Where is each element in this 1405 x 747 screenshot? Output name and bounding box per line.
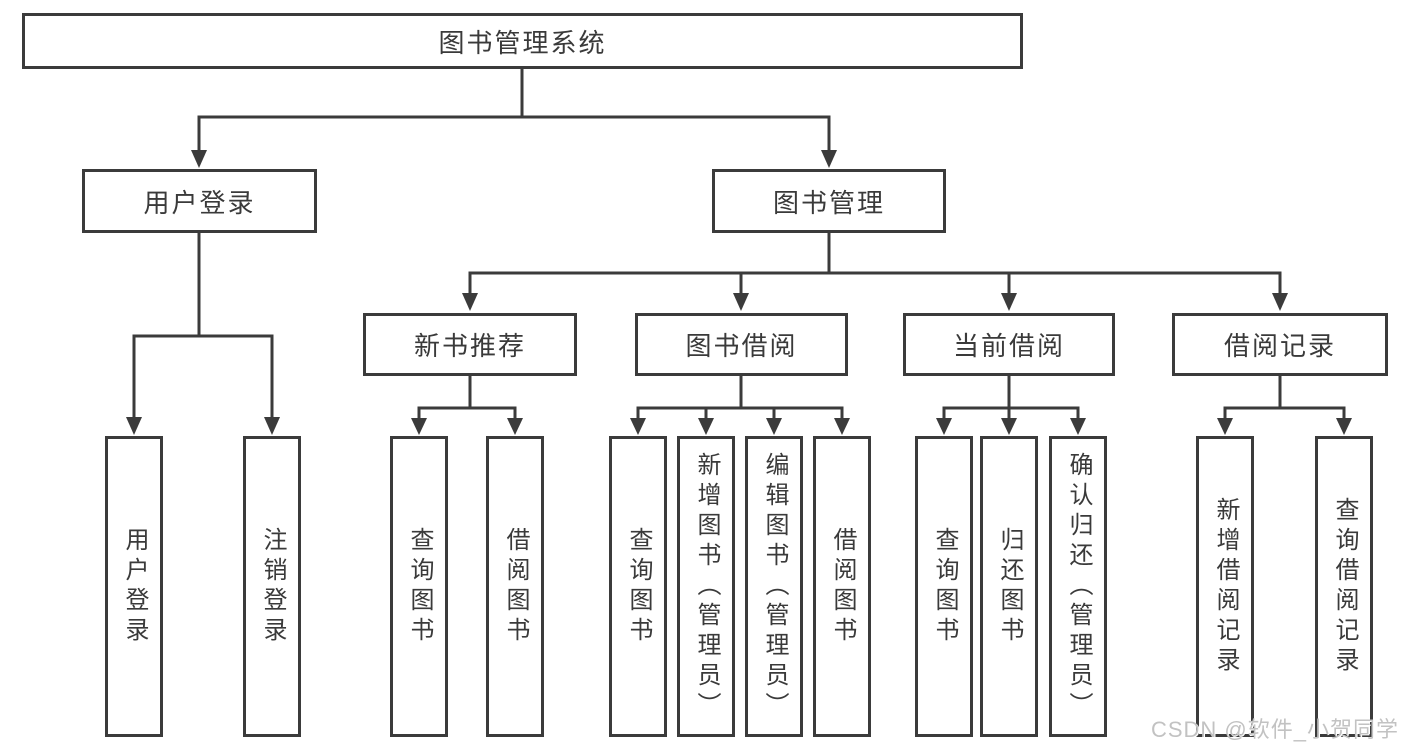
node-new-book-recommend: 新书推荐 <box>363 313 577 376</box>
node-book-management: 图书管理 <box>712 169 946 233</box>
leaf-logout: 注销登录 <box>243 436 301 737</box>
leaf-current-query-books: 查询图书 <box>915 436 973 737</box>
leaf-borrow-add-book-admin: 新增图书（管理员） <box>677 436 735 737</box>
node-root-library-management-system: 图书管理系统 <box>22 13 1023 69</box>
leaf-records-add-borrow-record: 新增借阅记录 <box>1196 436 1254 737</box>
leaf-recommend-borrow-books: 借阅图书 <box>486 436 544 737</box>
leaf-records-query-borrow-record: 查询借阅记录 <box>1315 436 1373 737</box>
leaf-user-login: 用户登录 <box>105 436 163 737</box>
node-book-borrow: 图书借阅 <box>635 313 848 376</box>
leaf-current-confirm-return-admin: 确认归还（管理员） <box>1049 436 1107 737</box>
leaf-borrow-edit-book-admin: 编辑图书（管理员） <box>745 436 803 737</box>
leaf-borrow-query-books: 查询图书 <box>609 436 667 737</box>
leaf-borrow-borrow-books: 借阅图书 <box>813 436 871 737</box>
leaf-current-return-books: 归还图书 <box>980 436 1038 737</box>
csdn-watermark: CSDN @软件_小贺同学 <box>1150 717 1399 742</box>
node-borrow-records: 借阅记录 <box>1172 313 1388 376</box>
node-current-borrow: 当前借阅 <box>903 313 1115 376</box>
leaf-recommend-query-books: 查询图书 <box>390 436 448 737</box>
node-user-login: 用户登录 <box>82 169 317 233</box>
